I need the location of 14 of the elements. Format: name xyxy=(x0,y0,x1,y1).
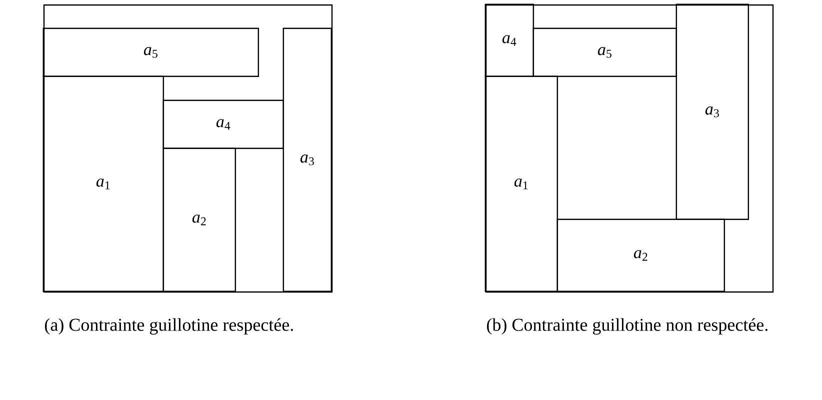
subfigure-caption: (b) Contrainte guillotine non respectée. xyxy=(487,318,768,335)
piece-box: a$_{3}$ xyxy=(676,4,749,220)
piece-box: a$_{5}$ xyxy=(42,28,259,77)
piece-box: a$_{2}$ xyxy=(556,218,725,292)
piece-box: a$_{4}$ xyxy=(162,100,284,149)
sheet-frame xyxy=(485,4,774,293)
piece-box: a$_{4}$ xyxy=(484,4,534,77)
piece-box: a$_{1}$ xyxy=(484,76,558,292)
subfigure-caption: (a) Contrainte guillotine respectée. xyxy=(45,318,293,335)
sheet-frame xyxy=(43,4,333,293)
piece-box: a$_{2}$ xyxy=(162,148,236,292)
piece-box: a$_{3}$ xyxy=(282,28,332,292)
piece-box: a$_{5}$ xyxy=(532,28,677,77)
piece-box: a$_{1}$ xyxy=(42,76,164,292)
